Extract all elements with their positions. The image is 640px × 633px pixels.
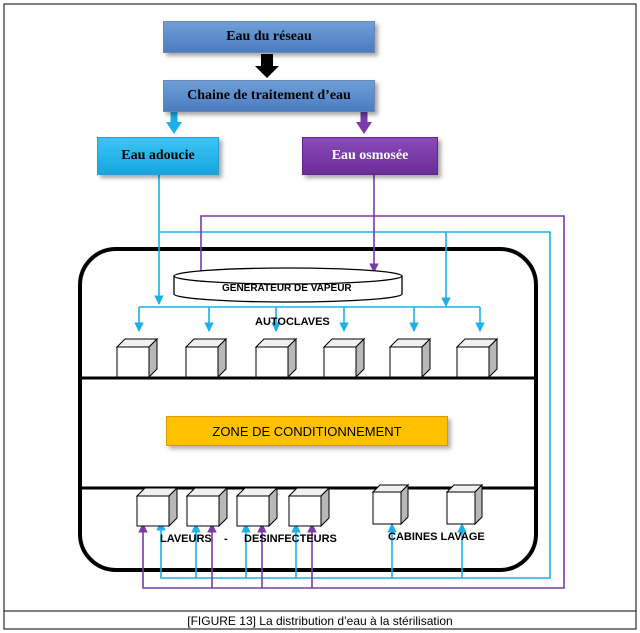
conditioning-zone-label: ZONE DE CONDITIONNEMENT	[212, 423, 402, 439]
figure-caption: [FIGURE 13] La distribution d’eau à la s…	[187, 614, 453, 628]
steam-generator-label: GENERATEUR DE VAPEUR	[222, 283, 352, 294]
osmosed-water-label: Eau osmosée	[331, 148, 409, 163]
disinfectors-label: DESINFECTEURS	[244, 533, 337, 545]
osmosed-water-box: Eau osmosée	[302, 137, 438, 175]
conditioning-zone-box: ZONE DE CONDITIONNEMENT	[166, 416, 448, 446]
treatment-chain-label: Chaine de traitement d’eau	[187, 88, 351, 103]
washer-cube	[135, 486, 179, 528]
softened-water-box: Eau adoucie	[97, 137, 219, 175]
cabin-cube	[371, 483, 410, 526]
washer-units	[135, 486, 331, 528]
autoclave-cube	[455, 337, 499, 379]
figure-border	[3, 3, 637, 630]
osmosed-water-network	[138, 175, 565, 589]
source-water-box: Eau du réseau	[163, 21, 375, 53]
autoclave-cube	[115, 337, 159, 379]
sterilization-unit-outline	[78, 247, 538, 572]
softened-water-network	[134, 175, 551, 579]
washers-label: LAVEURS	[160, 533, 212, 545]
treatment-split-arrows	[166, 111, 372, 134]
cabin-cube	[445, 483, 484, 526]
autoclave-units	[115, 337, 499, 379]
washing-cabins-label: CABINES LAVAGE	[388, 531, 485, 543]
cabin-units	[371, 483, 484, 526]
source-water-label: Eau du réseau	[226, 29, 312, 44]
washer-cube	[287, 486, 331, 528]
autoclave-cube	[322, 337, 366, 379]
autoclaves-label: AUTOCLAVES	[255, 316, 330, 328]
autoclave-cube	[184, 337, 228, 379]
treatment-chain-box: Chaine de traitement d’eau	[163, 80, 375, 112]
washer-cube	[235, 486, 279, 528]
washers-dash: -	[224, 533, 228, 545]
softened-water-label: Eau adoucie	[121, 148, 195, 163]
autoclave-cube	[254, 337, 298, 379]
washer-cube	[185, 486, 229, 528]
autoclave-cube	[388, 337, 432, 379]
source-to-treatment-arrow	[255, 54, 279, 78]
steam-generator	[173, 267, 403, 303]
